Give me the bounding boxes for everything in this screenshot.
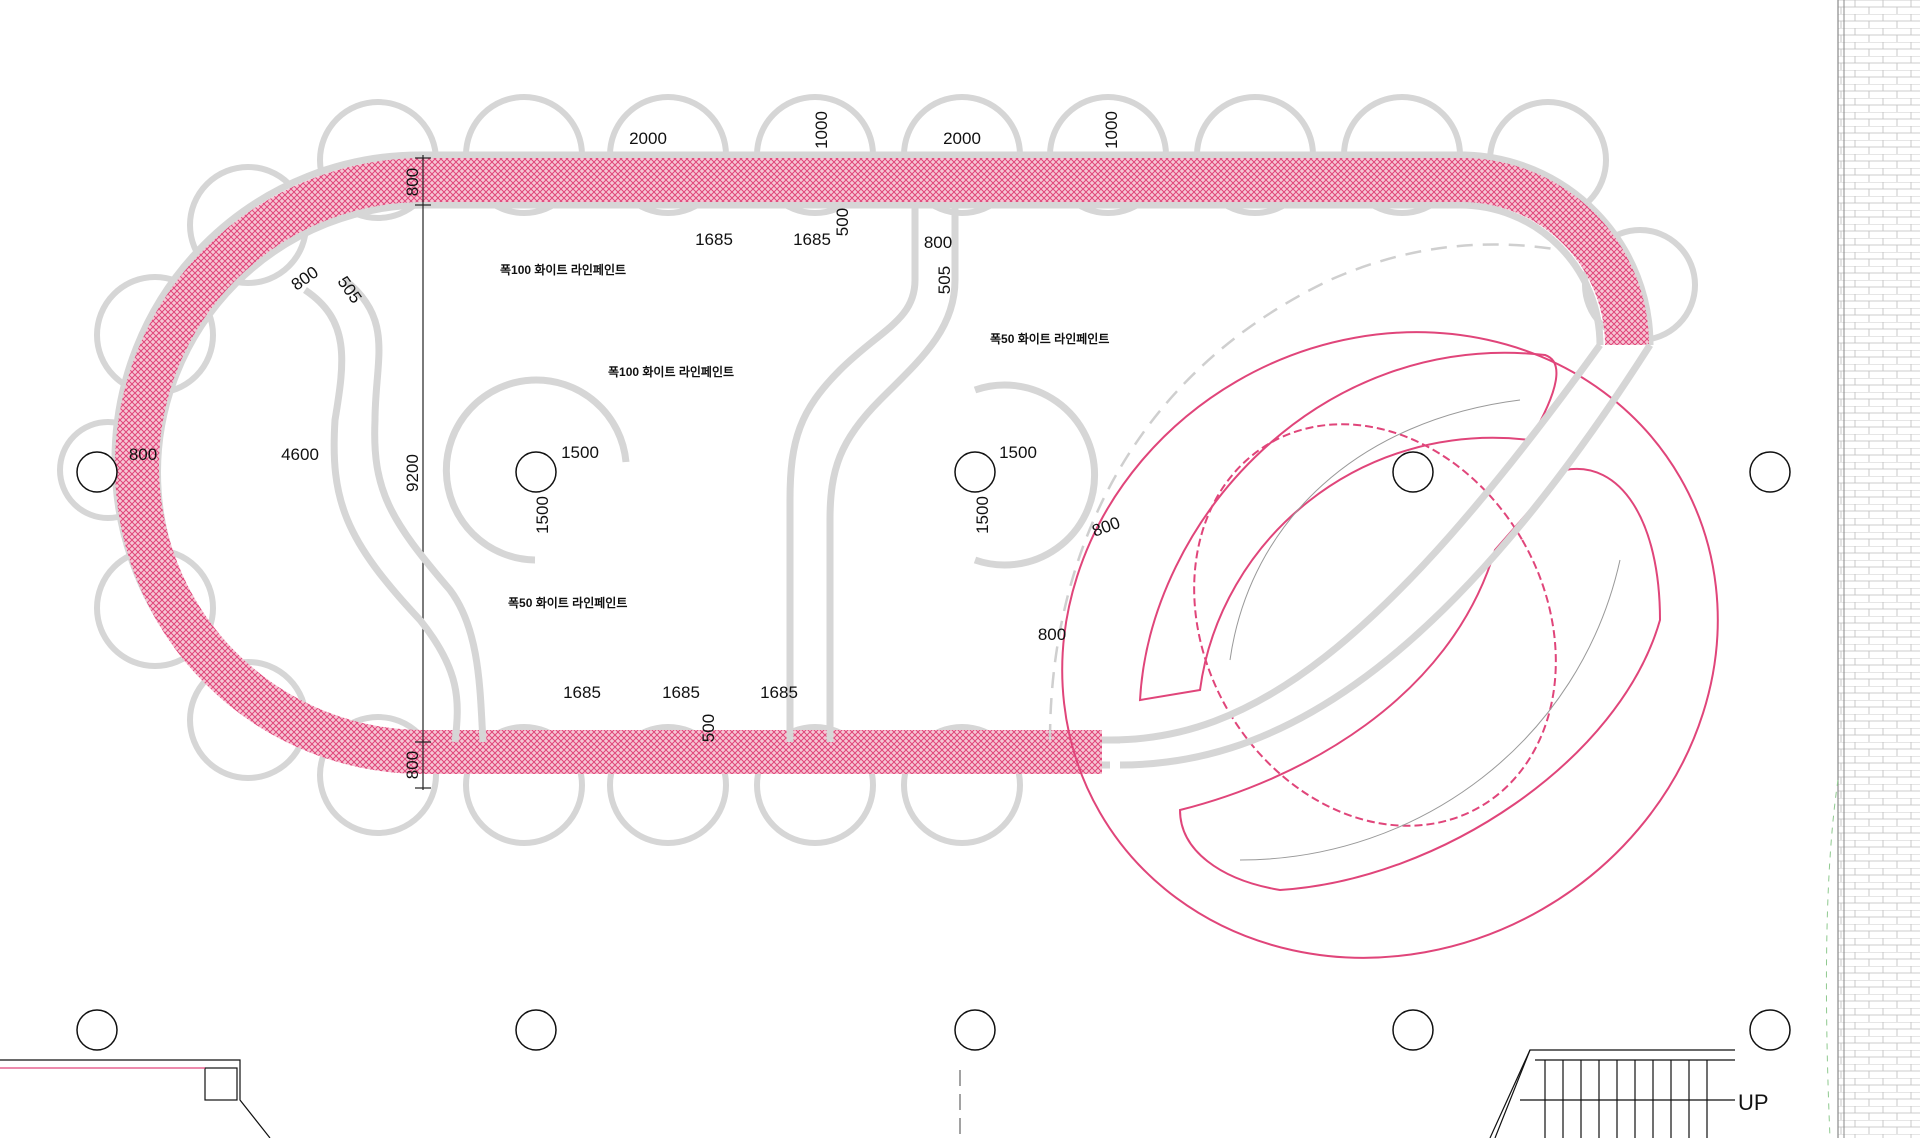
stair-up-label: UP [1738,1090,1769,1115]
dim-bottom-seg-2: 1685 [662,683,700,702]
dim-dash-path-1: 800 [1090,513,1123,541]
annotation-notes: 폭100 화이트 라인페인트 폭100 화이트 라인페인트 폭50 화이트 라인… [500,262,1109,610]
dim-circle2-radius: 1500 [999,443,1037,462]
left-curvy-lane [303,287,461,743]
dim-tree-depth-2: 1000 [1102,111,1121,149]
stair-block [1489,1049,1735,1138]
dim-top-tick: 500 [833,208,852,236]
dim-bottom-seg-1: 1685 [563,683,601,702]
dim-bottom-tick: 500 [699,714,718,742]
hatched-track-band [115,158,1649,774]
dim-neck-offset: 505 [935,266,954,294]
oval-grey-lane-outer [1119,343,1653,769]
oval-centerline [1229,399,1621,861]
dim-curve-band: 800 [288,263,322,295]
column-markers [76,451,1791,1051]
pink-oval-structure [1061,331,1719,959]
dim-tree-gap-2: 2000 [943,129,981,148]
dim-left-band: 800 [129,445,157,464]
dim-circle1-radius-v: 1500 [533,496,552,534]
dim-dash-path-2: 800 [1038,625,1066,644]
dim-tree-depth-1: 1000 [812,111,831,149]
height-dimension-line [415,155,431,790]
boundary-guide-curve [1825,779,1839,1138]
note-line-50-left: 폭50 화이트 라인페인트 [508,595,627,610]
right-circle-arc [973,381,1099,569]
dim-total-height: 9200 [403,454,422,492]
dim-bottom-band: 800 [403,751,422,779]
note-line-100-top: 폭100 화이트 라인페인트 [500,262,626,277]
dim-bottom-seg-3: 1685 [760,683,798,702]
dim-neck-width: 800 [924,233,952,252]
dim-top-band: 800 [403,168,422,196]
left-curvy-lane-outer [342,277,487,743]
dim-left-span: 4600 [281,445,319,464]
dim-top-seg-2: 1685 [793,230,831,249]
note-line-100-mid: 폭100 화이트 라인페인트 [608,364,734,379]
center-s-lane [786,205,919,742]
dim-circle1-radius: 1500 [561,443,599,462]
brick-wall [1837,0,1920,1138]
dim-tree-gap-1: 2000 [629,129,667,148]
left-circle-arc [442,376,630,564]
dim-circle2-radius-v: 1500 [973,496,992,534]
note-line-50-right: 폭50 화이트 라인페인트 [990,331,1109,346]
dim-top-seg-1: 1685 [695,230,733,249]
building-edge [0,1059,271,1138]
dim-curve-offset: 505 [334,273,366,307]
oval-grey-lane [1109,342,1603,744]
center-s-lane-outer [826,205,959,742]
dashed-arrow-path [1048,243,1561,741]
